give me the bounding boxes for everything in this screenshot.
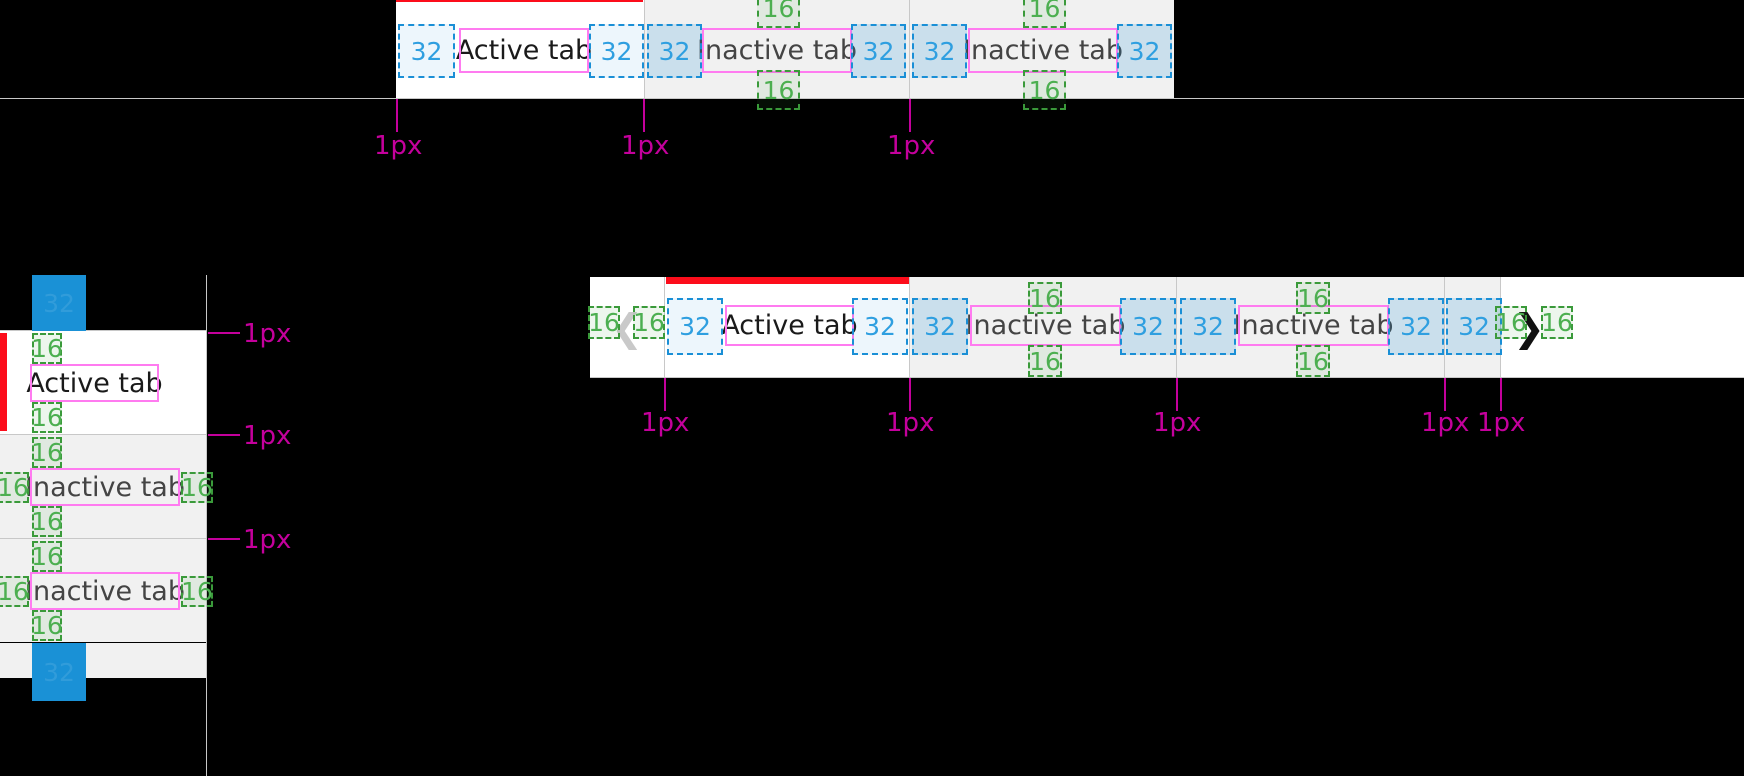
measure-label-1px: 1px xyxy=(887,131,936,161)
tab-label-inactive[interactable]: Inactive tab xyxy=(1233,310,1394,341)
spec-vertical-tabs: 32 32 Active tab Inactive tab Inactive t… xyxy=(0,265,300,776)
spacing-box-16: 16 xyxy=(31,333,63,364)
spacing-box-32: 32 xyxy=(1180,298,1236,355)
vtab-label-inactive[interactable]: Inactive tab xyxy=(25,471,185,503)
tab-active-surface[interactable] xyxy=(665,277,910,378)
spacing-box-16: 16 xyxy=(1028,282,1062,314)
spacing-box-32: 32 xyxy=(1117,24,1172,78)
spacing-box-16: 16 xyxy=(1296,282,1330,314)
active-vtab-indicator xyxy=(0,333,7,431)
measure-label-1px: 1px xyxy=(1421,408,1470,438)
spacing-box-32: 32 xyxy=(32,275,86,331)
measure-leader xyxy=(1176,378,1178,411)
tabstrip-bottom-border xyxy=(0,98,1744,99)
measure-label-1px: 1px xyxy=(621,131,670,161)
measure-leader xyxy=(208,538,240,540)
measure-leader xyxy=(1444,378,1446,411)
measure-leader xyxy=(396,99,398,132)
spacing-box-16: 16 xyxy=(1296,345,1330,377)
measure-leader xyxy=(1500,378,1502,411)
spacing-box-32: 32 xyxy=(589,24,644,78)
spacing-box-16: 16 xyxy=(633,306,665,339)
vtab-inactive-surface[interactable] xyxy=(0,435,207,538)
spacing-box-16: 16 xyxy=(31,541,63,572)
measure-label-1px: 1px xyxy=(374,131,423,161)
measure-leader xyxy=(909,378,911,411)
spacing-box-32: 32 xyxy=(852,298,908,355)
spacing-box-32: 32 xyxy=(851,24,906,78)
vtab-active-surface[interactable] xyxy=(0,330,207,434)
tabstrip-bottom-border xyxy=(590,377,1744,378)
spacing-box-16: 16 xyxy=(31,402,63,433)
spacing-box-32: 32 xyxy=(398,24,455,78)
spacing-box-16: 16 xyxy=(181,472,213,503)
tab-divider xyxy=(909,277,910,378)
active-tab-indicator xyxy=(396,0,643,2)
tab-label-active[interactable]: Active tab xyxy=(455,35,593,66)
spacing-box-16: 16 xyxy=(588,306,620,339)
vtab-label-inactive[interactable]: Inactive tab xyxy=(25,575,185,607)
tab-label-inactive[interactable]: Inactive tab xyxy=(965,310,1126,341)
measure-label-1px: 1px xyxy=(641,408,690,438)
measure-label-1px: 1px xyxy=(243,525,292,555)
chevron-right-icon[interactable]: ❯ xyxy=(1513,305,1545,350)
spacing-box-16: 16 xyxy=(31,506,63,537)
tab-divider xyxy=(1444,277,1445,378)
measure-leader xyxy=(664,378,666,411)
tab-label-inactive[interactable]: Inactive tab xyxy=(963,35,1123,66)
tab-label-active[interactable]: Active tab xyxy=(721,310,858,341)
spacing-box-16: 16 xyxy=(0,576,29,607)
spacing-box-16: 16 xyxy=(757,0,800,28)
spacing-box-32: 32 xyxy=(32,643,86,701)
measure-label-1px: 1px xyxy=(886,408,935,438)
scroll-left-button-surface[interactable] xyxy=(590,277,665,378)
spacing-box-32: 32 xyxy=(647,24,702,78)
measure-leader xyxy=(643,99,645,132)
spacing-box-16: 16 xyxy=(757,70,800,110)
spacing-box-32: 32 xyxy=(667,298,723,355)
tab-divider xyxy=(644,0,645,98)
vtab-top-border xyxy=(0,330,207,331)
spec-horizontal-tabs-scrollable: ❮ ❯ Active tab Inactive tab Inactive tab… xyxy=(0,265,1744,455)
spacing-box-16: 16 xyxy=(181,576,213,607)
spacing-box-16: 16 xyxy=(1541,306,1573,339)
spacing-box-32: 32 xyxy=(1388,298,1444,355)
vtab-divider xyxy=(0,434,207,435)
vtab-divider xyxy=(0,538,207,539)
spacing-box-32: 32 xyxy=(912,298,968,355)
measure-leader xyxy=(909,99,911,132)
spacing-box-16: 16 xyxy=(1495,306,1527,339)
spacing-box-32: 32 xyxy=(1446,298,1502,355)
spacing-box-32: 32 xyxy=(912,24,967,78)
spacing-box-16: 16 xyxy=(31,610,63,641)
measure-leader xyxy=(208,434,240,436)
active-tab-indicator xyxy=(666,277,910,284)
tab-divider xyxy=(1176,277,1177,378)
spacing-box-16: 16 xyxy=(1028,345,1062,377)
spacing-box-32: 32 xyxy=(1120,298,1176,355)
tab-divider xyxy=(909,0,910,98)
measure-leader xyxy=(208,332,240,334)
chevron-left-icon[interactable]: ❮ xyxy=(611,305,643,350)
vtab-label-active[interactable]: Active tab xyxy=(26,367,163,399)
measure-label-1px: 1px xyxy=(1477,408,1526,438)
tab-label-inactive[interactable]: Inactive tab xyxy=(697,35,857,66)
spacing-box-16: 16 xyxy=(0,472,29,503)
vtab-panel-edge xyxy=(206,275,207,776)
spec-horizontal-tabs-top: Active tab Inactive tab Inactive tab 32 … xyxy=(0,0,1744,170)
spacing-box-16: 16 xyxy=(1023,70,1066,110)
measure-label-1px: 1px xyxy=(243,421,292,451)
measure-label-1px: 1px xyxy=(243,319,292,349)
measure-label-1px: 1px xyxy=(1153,408,1202,438)
spacing-box-16: 16 xyxy=(1023,0,1066,28)
vtab-inactive-surface[interactable] xyxy=(0,539,207,642)
spacing-box-16: 16 xyxy=(31,437,63,468)
tab-active-surface[interactable] xyxy=(396,0,644,98)
